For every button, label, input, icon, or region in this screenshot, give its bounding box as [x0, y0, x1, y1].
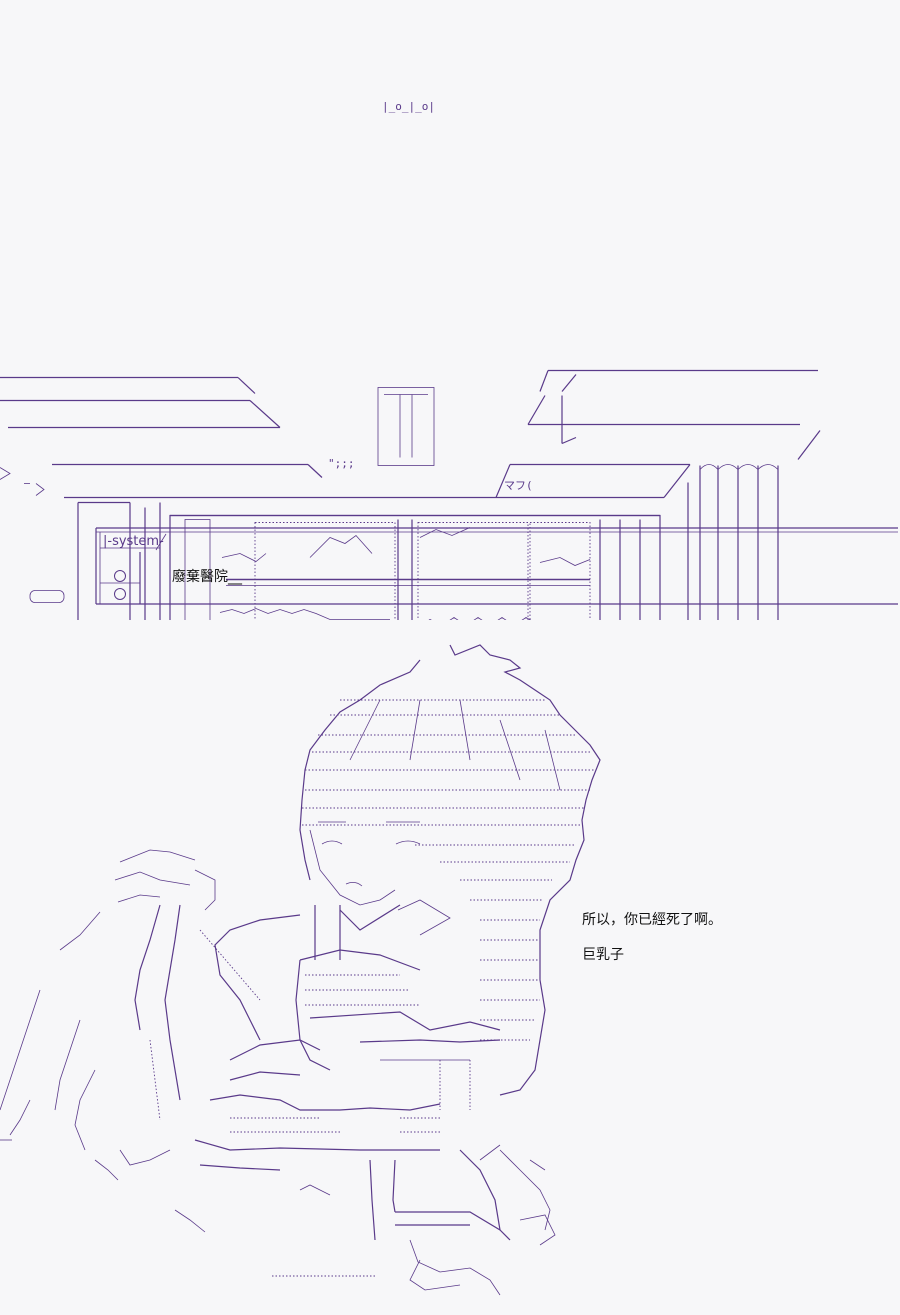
- system-label: |-system-: [103, 534, 164, 549]
- location-name: 廢棄醫院__: [172, 569, 242, 585]
- circle-icon: [114, 570, 126, 582]
- dialogue-line: 所以，你已經死了啊。: [582, 912, 722, 928]
- speaker-name: 巨乳子: [582, 947, 624, 963]
- door-sign-text: |_o_|_o|: [382, 100, 435, 113]
- scene-scribble-text: マフ(: [504, 479, 533, 492]
- hospital-line-art: [0, 369, 821, 620]
- sound-effect-text: ";;;: [328, 457, 355, 470]
- hospital-scene: |_o_|_o| ";;; マフ(: [0, 0, 900, 620]
- circle-icon: [114, 588, 126, 600]
